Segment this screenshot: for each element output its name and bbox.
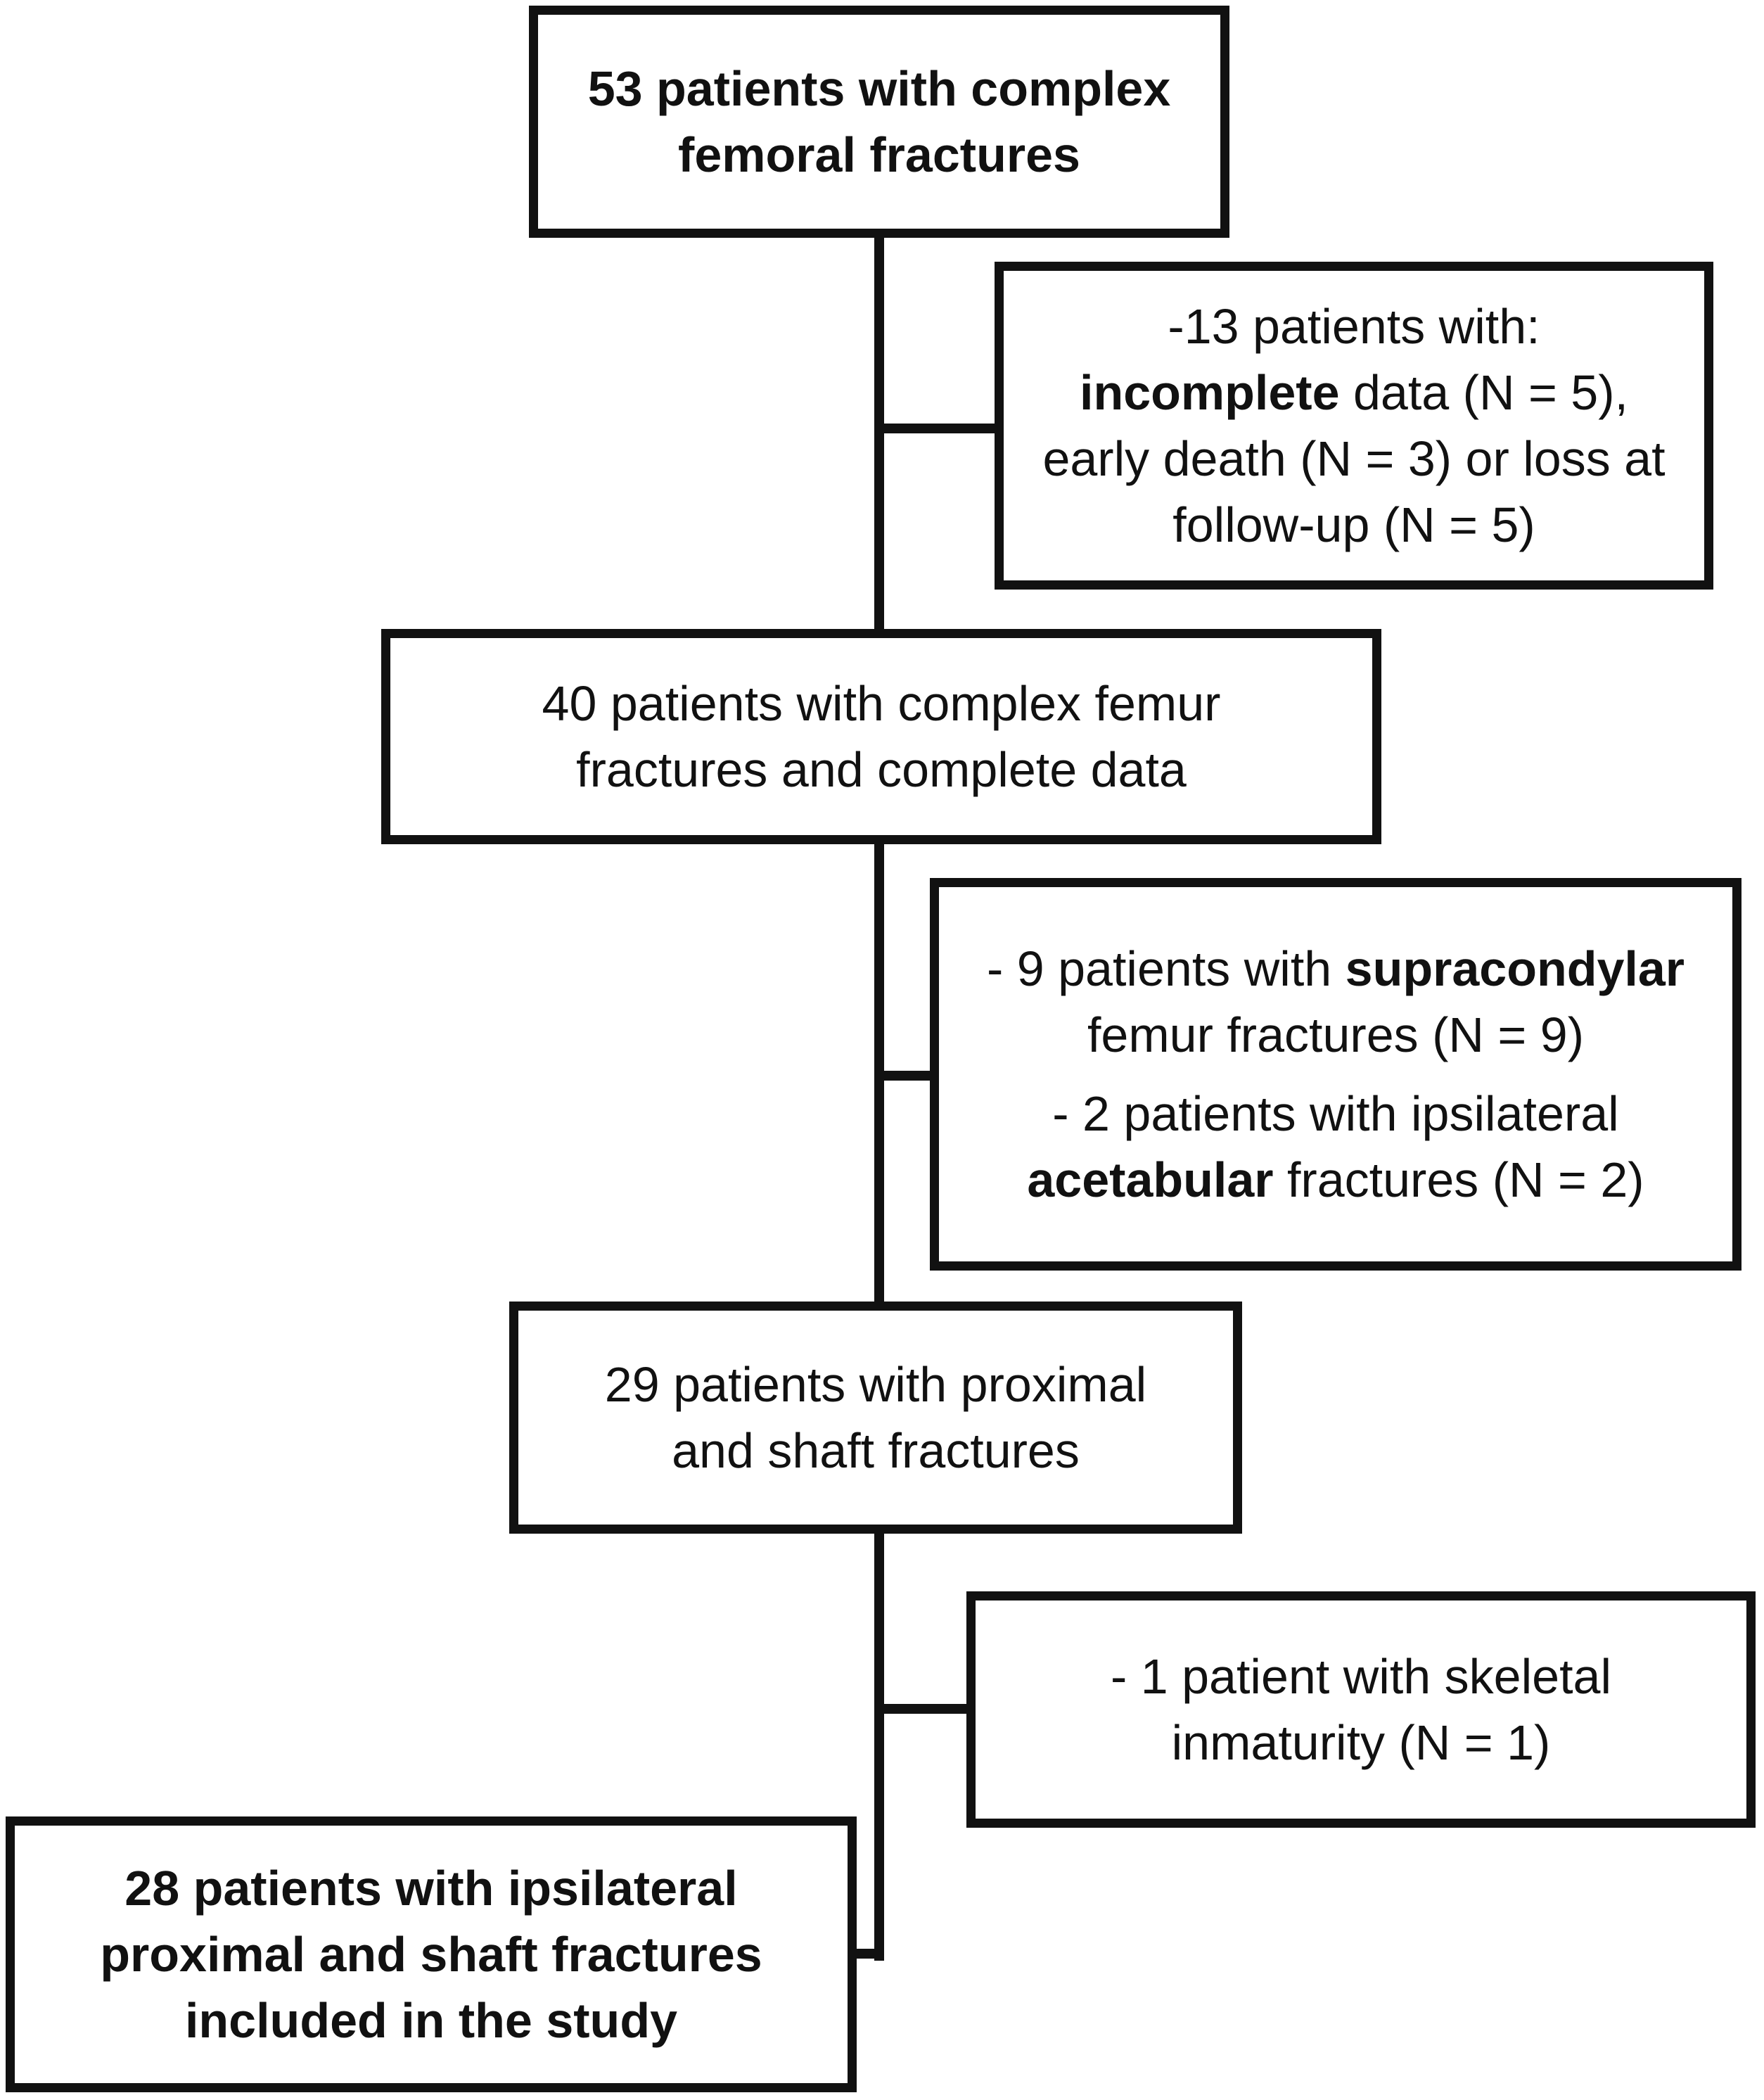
flow-branch-exclusion-1: [879, 424, 999, 433]
exclusion-1-line-3: early death (N = 3) or loss at: [1042, 431, 1666, 486]
exclusion-2-line-2: femur fractures (N = 9): [1087, 1007, 1584, 1062]
flow-branch-final: [848, 1949, 884, 1959]
final-line-3: included in the study: [184, 1993, 678, 2048]
exclusion-2-line-1: - 9 patients with supracondylar: [986, 941, 1685, 996]
step-2-line-2: fractures and complete data: [576, 742, 1187, 797]
final-line-2: proximal and shaft fractures: [100, 1927, 762, 1982]
exclusion-1-line-4: follow-up (N = 5): [1172, 497, 1535, 552]
start-line-1: 53 patients with complex: [587, 61, 1171, 116]
exclusion-3-line-1: - 1 patient with skeletal: [1110, 1649, 1612, 1704]
final-box: 28 patients with ipsilateral proximal an…: [6, 1816, 857, 2092]
exclusion-2-line-3: - 2 patients with ipsilateral: [1052, 1086, 1619, 1141]
exclusion-box-2: - 9 patients with supracondylar femur fr…: [930, 878, 1741, 1271]
step-3-line-2: and shaft fractures: [672, 1423, 1080, 1478]
exclusion-1-line-2: incomplete data (N = 5),: [1080, 365, 1628, 420]
exclusion-box-1: -13 patients with: incomplete data (N = …: [995, 262, 1713, 590]
step-3-line-1: 29 patients with proximal: [604, 1357, 1147, 1412]
exclusion-2-line-4: acetabular fractures (N = 2): [1027, 1152, 1644, 1207]
final-line-1: 28 patients with ipsilateral: [124, 1861, 738, 1916]
flow-branch-exclusion-3: [879, 1704, 971, 1714]
start-line-2: femoral fractures: [678, 127, 1080, 182]
start-box: 53 patients with complex femoral fractur…: [529, 6, 1229, 238]
exclusion-1-line-1: -13 patients with:: [1168, 299, 1540, 354]
flow-branch-exclusion-2: [879, 1071, 935, 1081]
step-3-box: 29 patients with proximal and shaft frac…: [509, 1302, 1242, 1534]
exclusion-3-line-2: inmaturity (N = 1): [1171, 1715, 1551, 1770]
step-2-box: 40 patients with complex femur fractures…: [381, 629, 1381, 844]
step-2-line-1: 40 patients with complex femur: [542, 676, 1221, 731]
exclusion-box-3: - 1 patient with skeletal inmaturity (N …: [966, 1591, 1756, 1828]
flow-line-main-3: [874, 1530, 884, 1961]
